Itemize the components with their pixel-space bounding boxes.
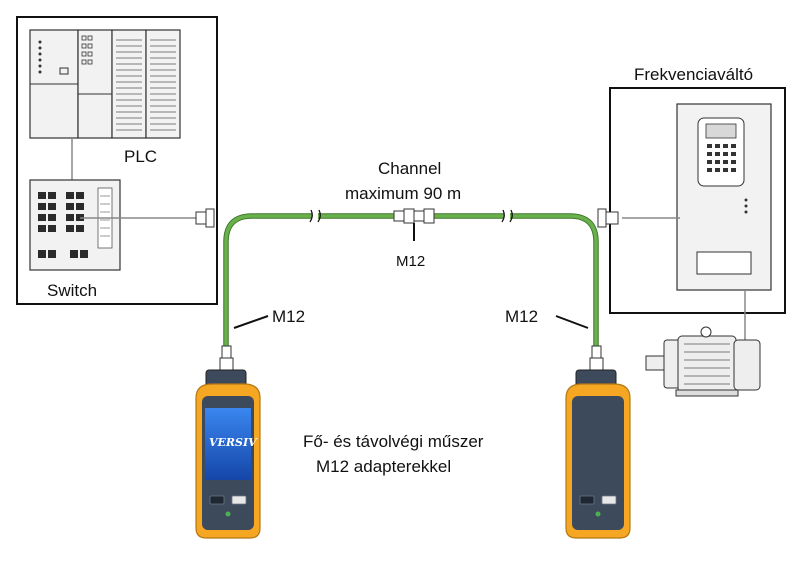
main-tester-icon: VERSIV [195, 369, 261, 539]
switch-label: Switch [47, 281, 97, 300]
tester-caption-line2: M12 adapterekkel [316, 457, 451, 476]
channel-length: maximum 90 m [345, 184, 461, 203]
plc-rack-icon [29, 29, 181, 139]
m12-panel-connector-left [195, 208, 215, 228]
m12-right-leader [555, 315, 589, 329]
plc-label: PLC [124, 147, 157, 166]
m12-right-label: M12 [505, 307, 538, 326]
m12-left-leader [233, 315, 269, 329]
channel-title: Channel [378, 159, 441, 178]
channel-cable [223, 213, 599, 350]
vfd-label: Frekvenciaváltó [634, 65, 753, 84]
frequency-drive-icon [676, 103, 772, 291]
cable-break-marks [309, 209, 513, 223]
electric-motor-icon [645, 326, 761, 397]
m12-center-label: M12 [396, 253, 425, 270]
m12-panel-connector-right [597, 208, 619, 228]
m12-tester-connector-left [219, 345, 234, 371]
tester-caption-line1: Fő- és távolvégi műszer [303, 432, 484, 451]
m12-coupler-icon [393, 208, 435, 224]
remote-tester-icon [565, 369, 631, 539]
m12-left-label: M12 [272, 307, 305, 326]
m12-tester-connector-right [589, 345, 604, 371]
ethernet-switch-icon [29, 179, 121, 271]
tester-brand: VERSIV [209, 436, 258, 449]
